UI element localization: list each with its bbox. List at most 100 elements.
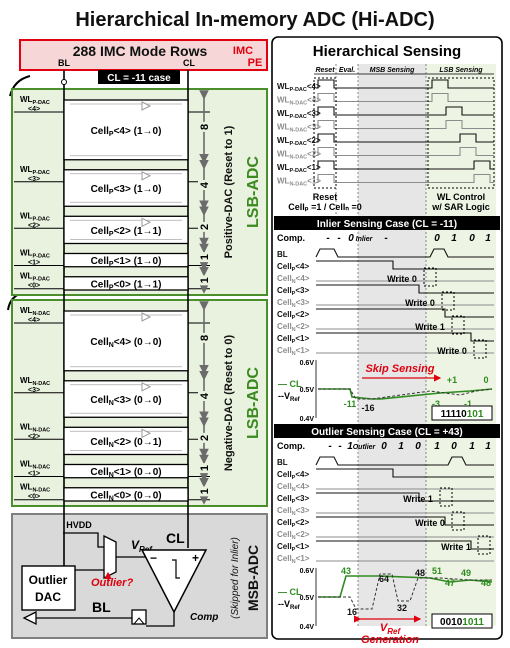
wl-label: WLN-DAC (20, 376, 50, 387)
left-circuit: 288 IMC Mode Rows BL CL IMC PE CL = -11 … (7, 39, 268, 639)
weight-bg (198, 121, 210, 132)
pe-label: PE (248, 57, 263, 69)
wl-label: WLN-DAC (20, 483, 50, 494)
comp-value: 1 (451, 233, 457, 244)
wl-label: WLP-DAC (20, 211, 50, 222)
weight-label: 4 (199, 181, 211, 188)
weight-bg (198, 432, 210, 443)
y-tick-label: 0.4V (300, 624, 315, 631)
outlier-header-bar (274, 424, 500, 438)
bl-buffer (22, 610, 37, 626)
comp-value: - (328, 441, 332, 452)
wl-index: <0> (28, 283, 40, 290)
trace-value-label: 51 (432, 566, 442, 576)
write-label: Write 1 (403, 494, 433, 504)
inlier-header-bar (274, 216, 500, 230)
wl-label: WLP-DAC (20, 272, 50, 283)
trace-value-label: 64 (379, 574, 389, 584)
right-panel-title: Hierarchical Sensing (313, 43, 461, 60)
sensing-waveform (315, 248, 494, 258)
sensing-waveform (316, 516, 494, 526)
comp-value: 1 (485, 441, 491, 452)
wl-row-label: WLP-DAC<1> (277, 163, 321, 174)
cl-trace (318, 388, 493, 400)
ff-clock (133, 617, 145, 625)
weight-bg (198, 252, 210, 263)
cl-case-label: CL = -11 case (107, 73, 171, 84)
sensing-waveform (316, 308, 494, 318)
wl-label: WLN-DAC (20, 459, 50, 470)
write-box (439, 487, 453, 507)
cell-inverter-icon (141, 312, 152, 322)
cl-trace (318, 575, 493, 598)
sensing-row-label: CellP<3> (277, 286, 309, 297)
bl-bottom-label: BL (92, 599, 111, 615)
wl-label: WLP-DAC (20, 248, 50, 259)
write-box (451, 315, 465, 335)
cell-inverter-icon (141, 428, 152, 439)
wl-waveform (316, 106, 494, 116)
trace-value-label: -3 (432, 399, 440, 409)
weight-bg (198, 463, 210, 474)
phase-label: Reset (315, 67, 335, 74)
result-code: 11110101 (441, 409, 484, 420)
wl-index: <3> (28, 387, 40, 394)
lsb-adc-label-bottom: LSB-ADC (245, 367, 262, 439)
wl-index: <4> (28, 106, 40, 113)
phase-label: Eval. (339, 67, 355, 74)
write-box (477, 535, 491, 555)
cell-box (63, 99, 189, 161)
phase-label: MSB Sensing (370, 67, 415, 74)
sensing-row-label: CellN<3> (277, 506, 310, 517)
reset-note-2: Cellₚ =1 / Cellₙ =0 (288, 202, 361, 212)
trace-value-label: +1 (447, 375, 457, 385)
comp-value: Inlier (356, 236, 374, 243)
skipped-label: (Skipped for Inlier) (230, 537, 241, 619)
imc-bl-label: BL (58, 58, 70, 68)
cell-label: CellN<1> (0→0) (90, 467, 161, 479)
trace-value-label: 48 (481, 578, 491, 588)
trace-value-label: 43 (341, 566, 351, 576)
comp-symbol (172, 559, 180, 579)
wl-waveform (316, 92, 494, 103)
weight-label: 2 (199, 435, 211, 441)
comp-value: 1 (469, 441, 475, 452)
cell-box (63, 426, 189, 456)
sensing-waveform (315, 456, 494, 466)
sensing-waveform (316, 284, 494, 294)
cl-comp-label: CL (166, 530, 185, 546)
cell-label: CellN<4> (0→0) (90, 337, 161, 349)
wl-index: <2> (28, 222, 40, 229)
reset-note-1: Reset (313, 192, 338, 202)
wl-row-label: WLN-DAC<3> (277, 123, 321, 134)
vref-trace (318, 388, 493, 400)
comp-value: 0 (469, 233, 475, 244)
sensing-row-label: CellN<4> (277, 274, 310, 285)
sensing-waveform (316, 260, 494, 270)
lsb-adc-label-top: LSB-ADC (245, 156, 262, 228)
cell-box (63, 380, 189, 418)
comp-output (146, 612, 175, 627)
comp-value: 0 (451, 441, 457, 452)
cell-inverter-icon (141, 217, 152, 228)
wl-label: WLN-DAC (20, 422, 50, 433)
sensing-waveform (316, 540, 494, 550)
positive-dac-label: Positive-DAC (Reset to 1) (223, 125, 235, 258)
wl-waveform (316, 133, 494, 143)
sensing-row-label: CellN<1> (277, 346, 310, 357)
trace-value-label: 49 (461, 568, 471, 578)
comp-value: - (338, 441, 342, 452)
sensing-waveform (316, 468, 494, 478)
wl-waveform (316, 79, 494, 89)
bl-switch (61, 79, 67, 85)
comp-value: 0 (348, 233, 354, 244)
flipflop (131, 609, 147, 625)
sensing-row-label: CellP<4> (277, 470, 309, 481)
inlier-header: Inlier Sensing Case (CL = -11) (317, 219, 457, 230)
sensing-row-label: CellN<3> (277, 298, 310, 309)
cl-case-tag (98, 70, 180, 84)
weight-label: 1 (199, 277, 211, 283)
right-timing-panel: Hierarchical Sensing Reset Eval. MSB Sensi… (271, 36, 503, 646)
write-box (441, 291, 455, 311)
